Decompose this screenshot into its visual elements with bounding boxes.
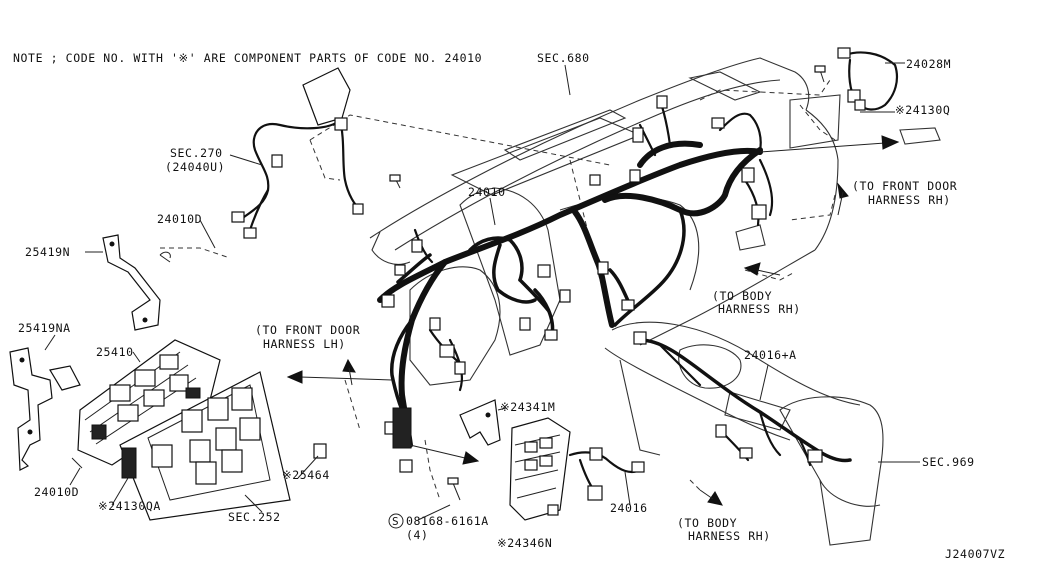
p24028m-harness [837, 47, 899, 111]
bracket-24341m [459, 399, 501, 446]
floor-harness-24016 [568, 331, 852, 501]
sec270-harness [231, 67, 364, 239]
label-body-rh-bottom-1: (TO BODY [677, 516, 737, 530]
bolt-s-symbol: S [388, 513, 404, 529]
label-25464: ※25464 [282, 468, 330, 482]
label-24016a: 24016+A [744, 348, 797, 362]
label-24130qa: ※24130QA [98, 499, 161, 513]
diagram-code: J24007VZ [945, 547, 1005, 561]
label-24040u: (24040U) [165, 160, 225, 174]
bolt-s-text: S [392, 515, 399, 528]
fuse-panel-sec252 [119, 371, 327, 521]
dashboard-outline [369, 57, 941, 546]
label-front-door-rh-2: HARNESS RH) [868, 193, 951, 207]
label-body-rh-top-1: (TO BODY [712, 289, 772, 303]
label-sec680: SEC.680 [537, 51, 590, 65]
label-25419na: 25419NA [18, 321, 71, 335]
switch-unit-24346n [509, 417, 571, 521]
bolts [389, 65, 826, 501]
label-sec270: SEC.270 [170, 146, 223, 160]
main-harness-connectors [381, 95, 767, 473]
bracket-25419na [9, 347, 83, 471]
label-front-door-lh-2: HARNESS LH) [263, 337, 346, 351]
note-text: NOTE ; CODE NO. WITH '※' ARE COMPONENT P… [13, 51, 482, 65]
label-24010d-top: 24010D [157, 212, 202, 226]
label-25410: 25410 [96, 345, 134, 359]
label-24010: 24010 [468, 185, 506, 199]
label-body-rh-bottom-2: HARNESS RH) [688, 529, 771, 543]
label-24130q: ※24130Q [895, 103, 950, 117]
label-24010d-bottom: 24010D [34, 485, 79, 499]
label-08168-6161a: 08168-6161A [406, 514, 489, 528]
label-bolt-qty: (4) [406, 528, 429, 542]
label-24028m: 24028M [906, 57, 951, 71]
label-24016: 24016 [610, 501, 648, 515]
label-sec969: SEC.969 [922, 455, 975, 469]
leader-lines [44, 62, 920, 521]
label-24346n: ※24346N [497, 536, 552, 550]
label-body-rh-top-2: HARNESS RH) [718, 302, 801, 316]
label-sec252: SEC.252 [228, 510, 281, 524]
label-front-door-lh-1: (TO FRONT DOOR [255, 323, 360, 337]
label-front-door-rh-1: (TO FRONT DOOR [852, 179, 957, 193]
label-24341m: ※24341M [500, 400, 555, 414]
bracket-25419n [102, 234, 171, 331]
label-25419n: 25419N [25, 245, 70, 259]
arrows [286, 135, 900, 506]
